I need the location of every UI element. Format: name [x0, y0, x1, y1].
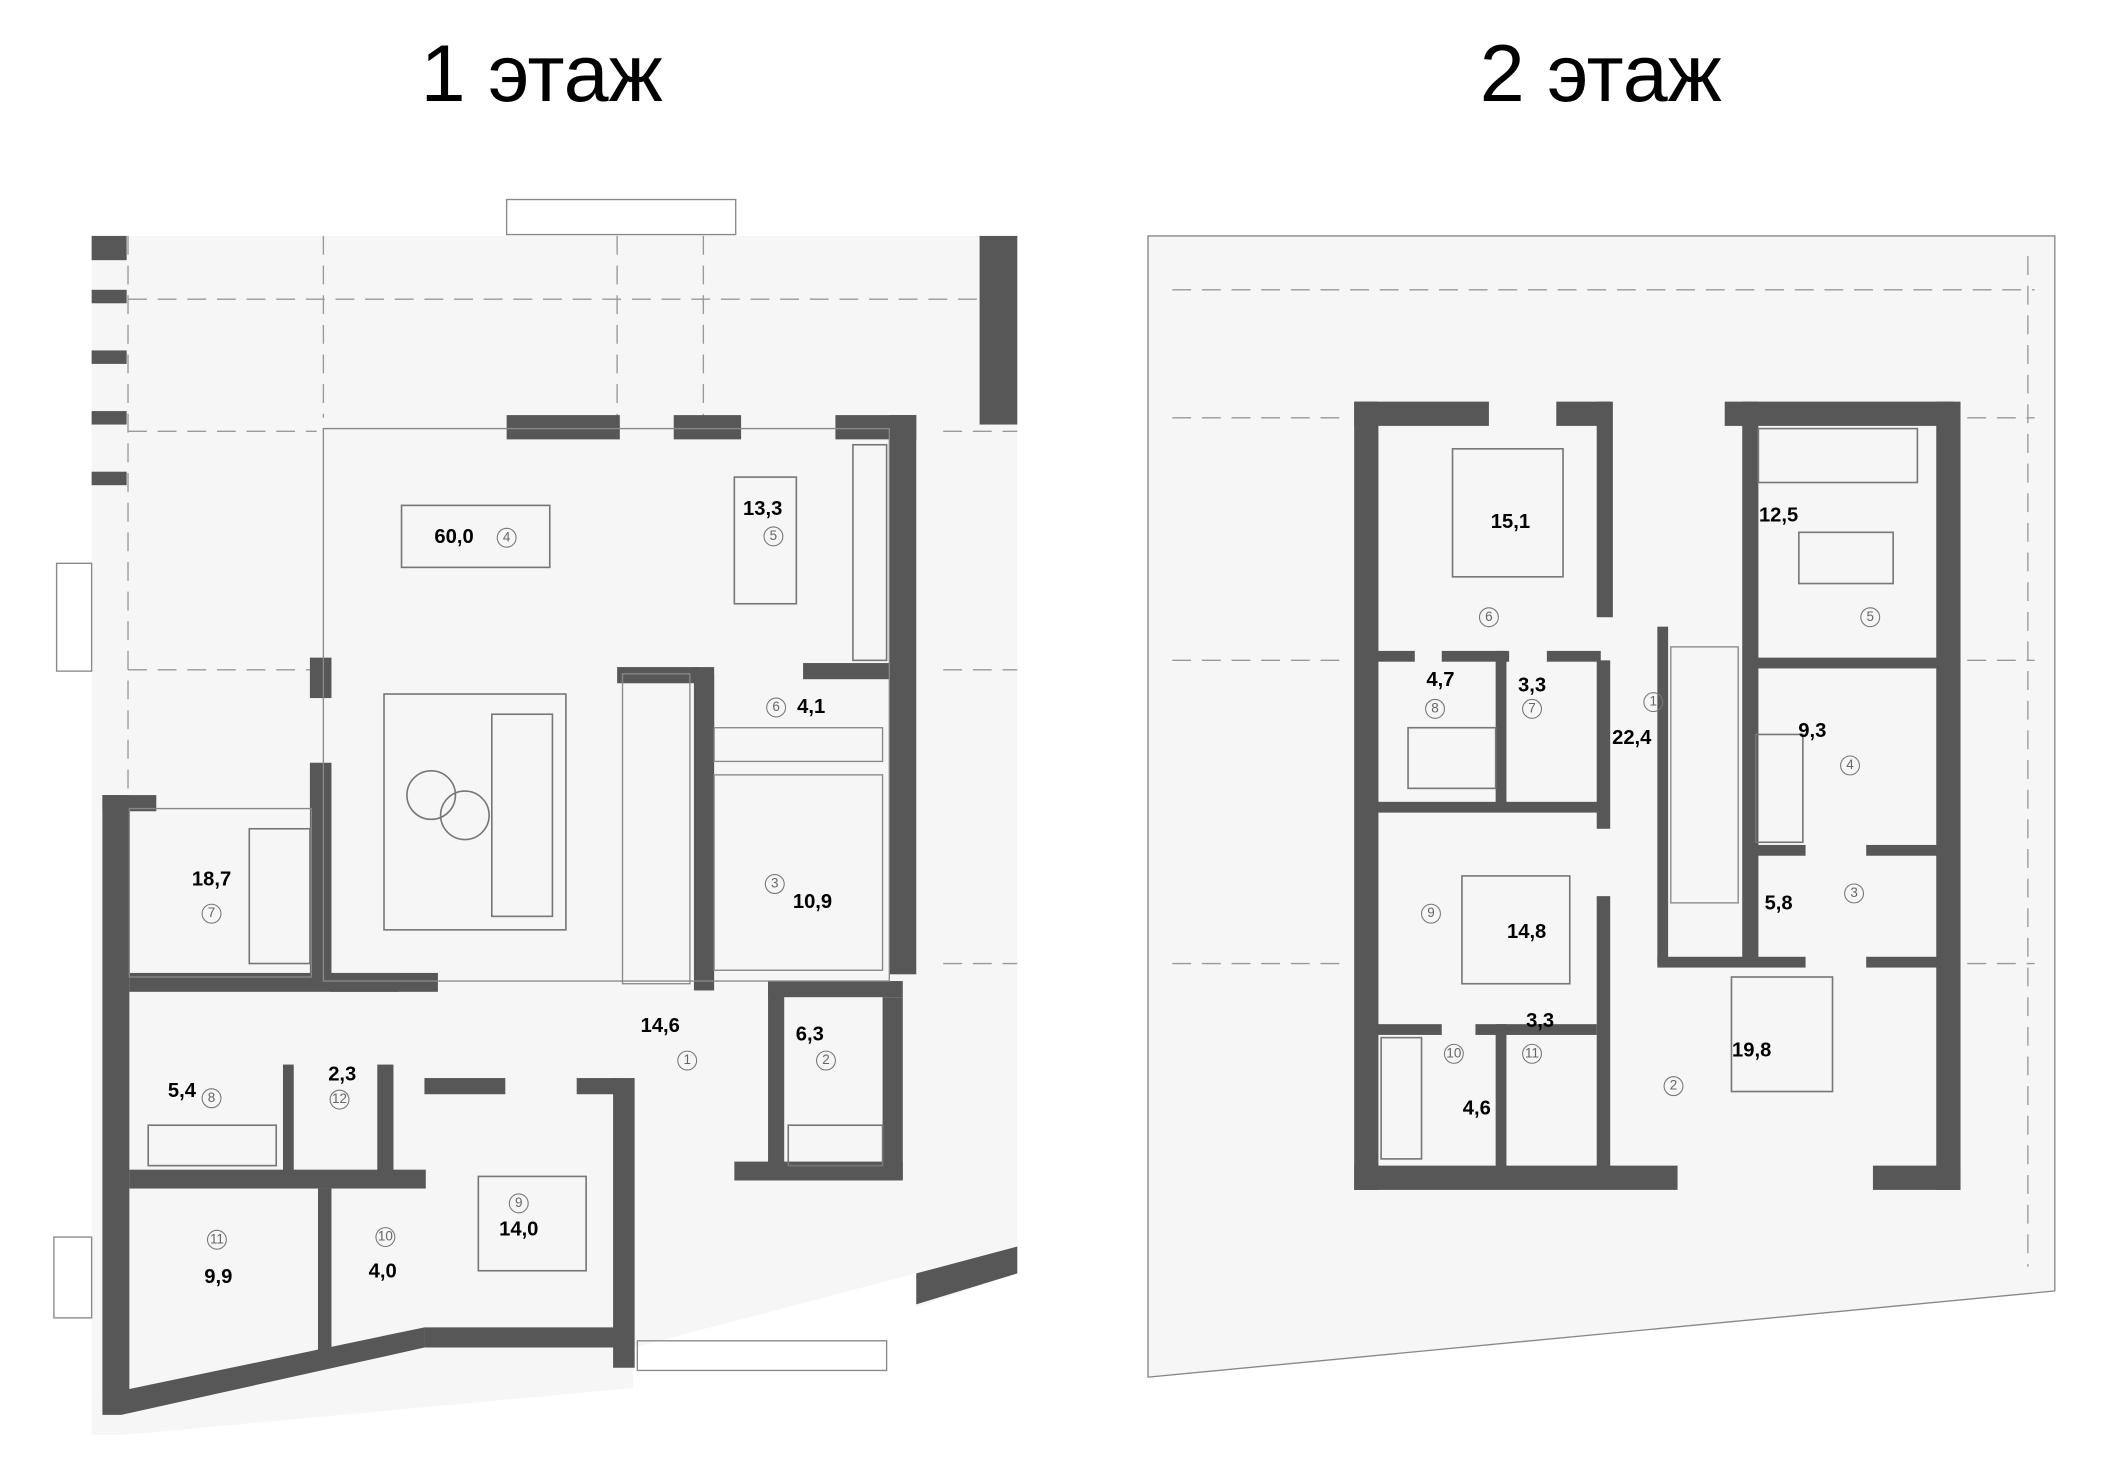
bed-room-2	[1730, 976, 1834, 1093]
room-number: 1	[683, 1052, 691, 1067]
kitchen-island	[733, 476, 798, 605]
dining-table	[400, 504, 551, 569]
room-area: 4,6	[1463, 1097, 1491, 1119]
bed-room-9	[1461, 875, 1571, 985]
room-number: 1	[1650, 694, 1658, 709]
room-area: 60,0	[434, 526, 473, 548]
room-area: 10,9	[793, 891, 832, 913]
floor-1-terrace	[53, 198, 1018, 1436]
bed-room-6	[1451, 447, 1564, 578]
room-area: 3,3	[1518, 674, 1546, 696]
room-area: 4,7	[1426, 669, 1454, 691]
floor-2-plan: 15,1 6 12,5 5 4,7 8 3,3 7 22,4 1 9,3 4 5…	[1147, 235, 2056, 1378]
room-number: 12	[332, 1091, 347, 1106]
room-number: 5	[770, 528, 778, 543]
room-area: 14,0	[499, 1219, 538, 1241]
floor-1-walls	[91, 235, 1018, 1415]
desk-room-5	[1798, 531, 1894, 585]
room-number: 3	[1850, 885, 1858, 900]
bathtub-room-8	[1407, 726, 1497, 790]
room-number: 3	[771, 876, 778, 891]
bathtub-room-10	[1380, 1036, 1423, 1160]
floor-2-walls	[1354, 401, 1961, 1190]
room-area: 2,3	[328, 1064, 356, 1086]
room-area: 18,7	[192, 868, 231, 890]
room-number: 8	[208, 1090, 216, 1105]
room-number: 4	[503, 529, 511, 544]
room-number: 9	[1427, 905, 1435, 920]
room-area: 6,3	[796, 1023, 824, 1045]
kitchen-counter	[852, 443, 888, 662]
rug	[383, 693, 567, 931]
floor-2-interior	[1380, 427, 1919, 1160]
room-number: 9	[515, 1195, 523, 1210]
bathtub-room-4	[1754, 733, 1804, 844]
room-area: 3,3	[1526, 1010, 1554, 1032]
room-area: 9,3	[1798, 720, 1826, 742]
bathtub-room-8	[147, 1124, 278, 1167]
floor-2-title: 2 этаж	[1480, 29, 1722, 119]
room-area: 14,8	[1507, 921, 1546, 943]
room-number: 7	[1528, 700, 1536, 715]
room-number: 5	[1866, 609, 1874, 624]
room-number: 8	[1431, 700, 1439, 715]
sofa-room-5	[1757, 427, 1919, 484]
floor-1-title: 1 этаж	[421, 29, 663, 119]
bed-room-9	[477, 1175, 587, 1272]
floor-2-room-labels: 15,1 6 12,5 5 4,7 8 3,3 7 22,4 1 9,3 4 5…	[1421, 505, 1881, 1119]
room-area: 22,4	[1612, 727, 1652, 749]
room-number: 10	[1446, 1045, 1461, 1060]
room-number: 11	[1525, 1045, 1539, 1060]
floor-1-plan: 60,0 4 13,3 5 4,1 6 10,9 3 18,7 7 14,6 1…	[53, 198, 1018, 1436]
floor-1-room-labels: 60,0 4 13,3 5 4,1 6 10,9 3 18,7 7 14,6 1…	[168, 498, 836, 1288]
room-area: 12,5	[1759, 505, 1798, 527]
floor-1-interior	[128, 427, 890, 1272]
room-area: 5,8	[1765, 893, 1793, 915]
room-area: 5,4	[168, 1080, 197, 1102]
bathtub-room-2	[787, 1124, 884, 1167]
room-number: 10	[378, 1229, 393, 1244]
room-number: 2	[822, 1052, 829, 1067]
room-number: 2	[1670, 1078, 1678, 1093]
room-area: 4,1	[797, 696, 825, 718]
room-number: 11	[210, 1231, 224, 1246]
room-area: 4,0	[369, 1260, 397, 1282]
room-area: 9,9	[204, 1266, 232, 1288]
room-area: 14,6	[641, 1015, 680, 1037]
room-number: 7	[208, 905, 216, 920]
room-number: 4	[1846, 757, 1854, 772]
sofa-room-7	[248, 827, 311, 965]
room-area: 19,8	[1732, 1039, 1771, 1061]
room-number: 6	[772, 699, 780, 714]
room-number: 6	[1485, 609, 1493, 624]
room-area: 15,1	[1491, 511, 1530, 533]
sofa	[491, 713, 554, 918]
room-area: 13,3	[743, 498, 782, 520]
